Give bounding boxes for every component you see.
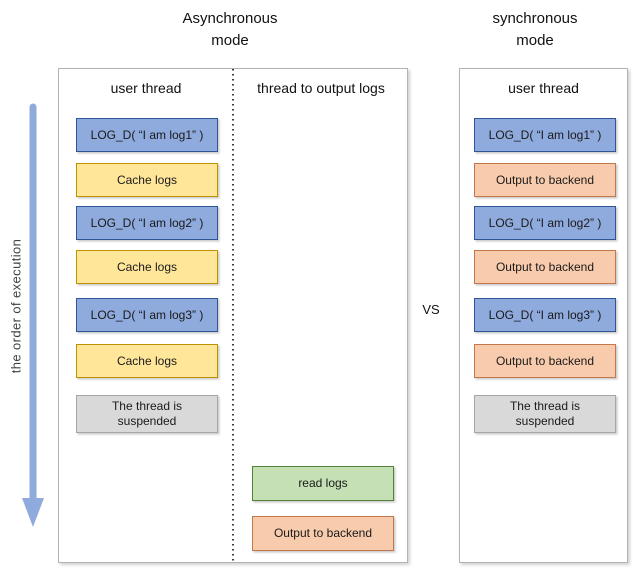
flow-box-cache-logs-2: Cache logs bbox=[76, 250, 218, 284]
sync-mode-title-line2: mode bbox=[516, 32, 554, 49]
column-divider-dotted bbox=[232, 69, 234, 562]
flow-box-cache-logs-3: Cache logs bbox=[76, 344, 218, 378]
async-panel: user thread thread to output logs LOG_D(… bbox=[58, 68, 408, 563]
async-user-thread-header: user thread bbox=[110, 80, 182, 96]
sync-mode-title: synchronous mode bbox=[465, 8, 605, 52]
flow-box-log-call-1: LOG_D( “I am log1” ) bbox=[474, 118, 616, 152]
flow-box-log-call-1: LOG_D( “I am log1” ) bbox=[76, 118, 218, 152]
flow-box-log-call-2: LOG_D( “I am log2” ) bbox=[76, 206, 218, 240]
flow-box-log-call-3: LOG_D( “I am log3” ) bbox=[474, 298, 616, 332]
flow-box-log-call-2: LOG_D( “I am log2” ) bbox=[474, 206, 616, 240]
sync-mode-title-line1: synchronous bbox=[492, 10, 578, 27]
vs-label: VS bbox=[422, 302, 440, 317]
async-mode-title-line2: mode bbox=[211, 32, 249, 49]
flow-box-output-to-backend-1: Output to backend bbox=[474, 163, 616, 197]
flow-box-output-to-backend: Output to backend bbox=[252, 516, 394, 551]
flow-box-thread-suspended: The thread is suspended bbox=[76, 395, 218, 433]
flow-box-cache-logs-1: Cache logs bbox=[76, 163, 218, 197]
sync-panel: user thread LOG_D( “I am log1” ) Output … bbox=[459, 68, 628, 563]
flow-box-output-to-backend-2: Output to backend bbox=[474, 250, 616, 284]
flow-box-thread-suspended: The thread is suspended bbox=[474, 395, 616, 433]
execution-order-arrow-icon bbox=[20, 100, 46, 537]
async-output-thread-header: thread to output logs bbox=[257, 80, 385, 96]
flow-box-output-to-backend-3: Output to backend bbox=[474, 344, 616, 378]
sync-user-thread-header: user thread bbox=[508, 80, 579, 96]
async-mode-title: Asynchronous mode bbox=[160, 8, 300, 52]
async-mode-title-line1: Asynchronous bbox=[182, 10, 278, 27]
flow-box-log-call-3: LOG_D( “I am log3” ) bbox=[76, 298, 218, 332]
flow-box-read-logs: read logs bbox=[252, 466, 394, 501]
